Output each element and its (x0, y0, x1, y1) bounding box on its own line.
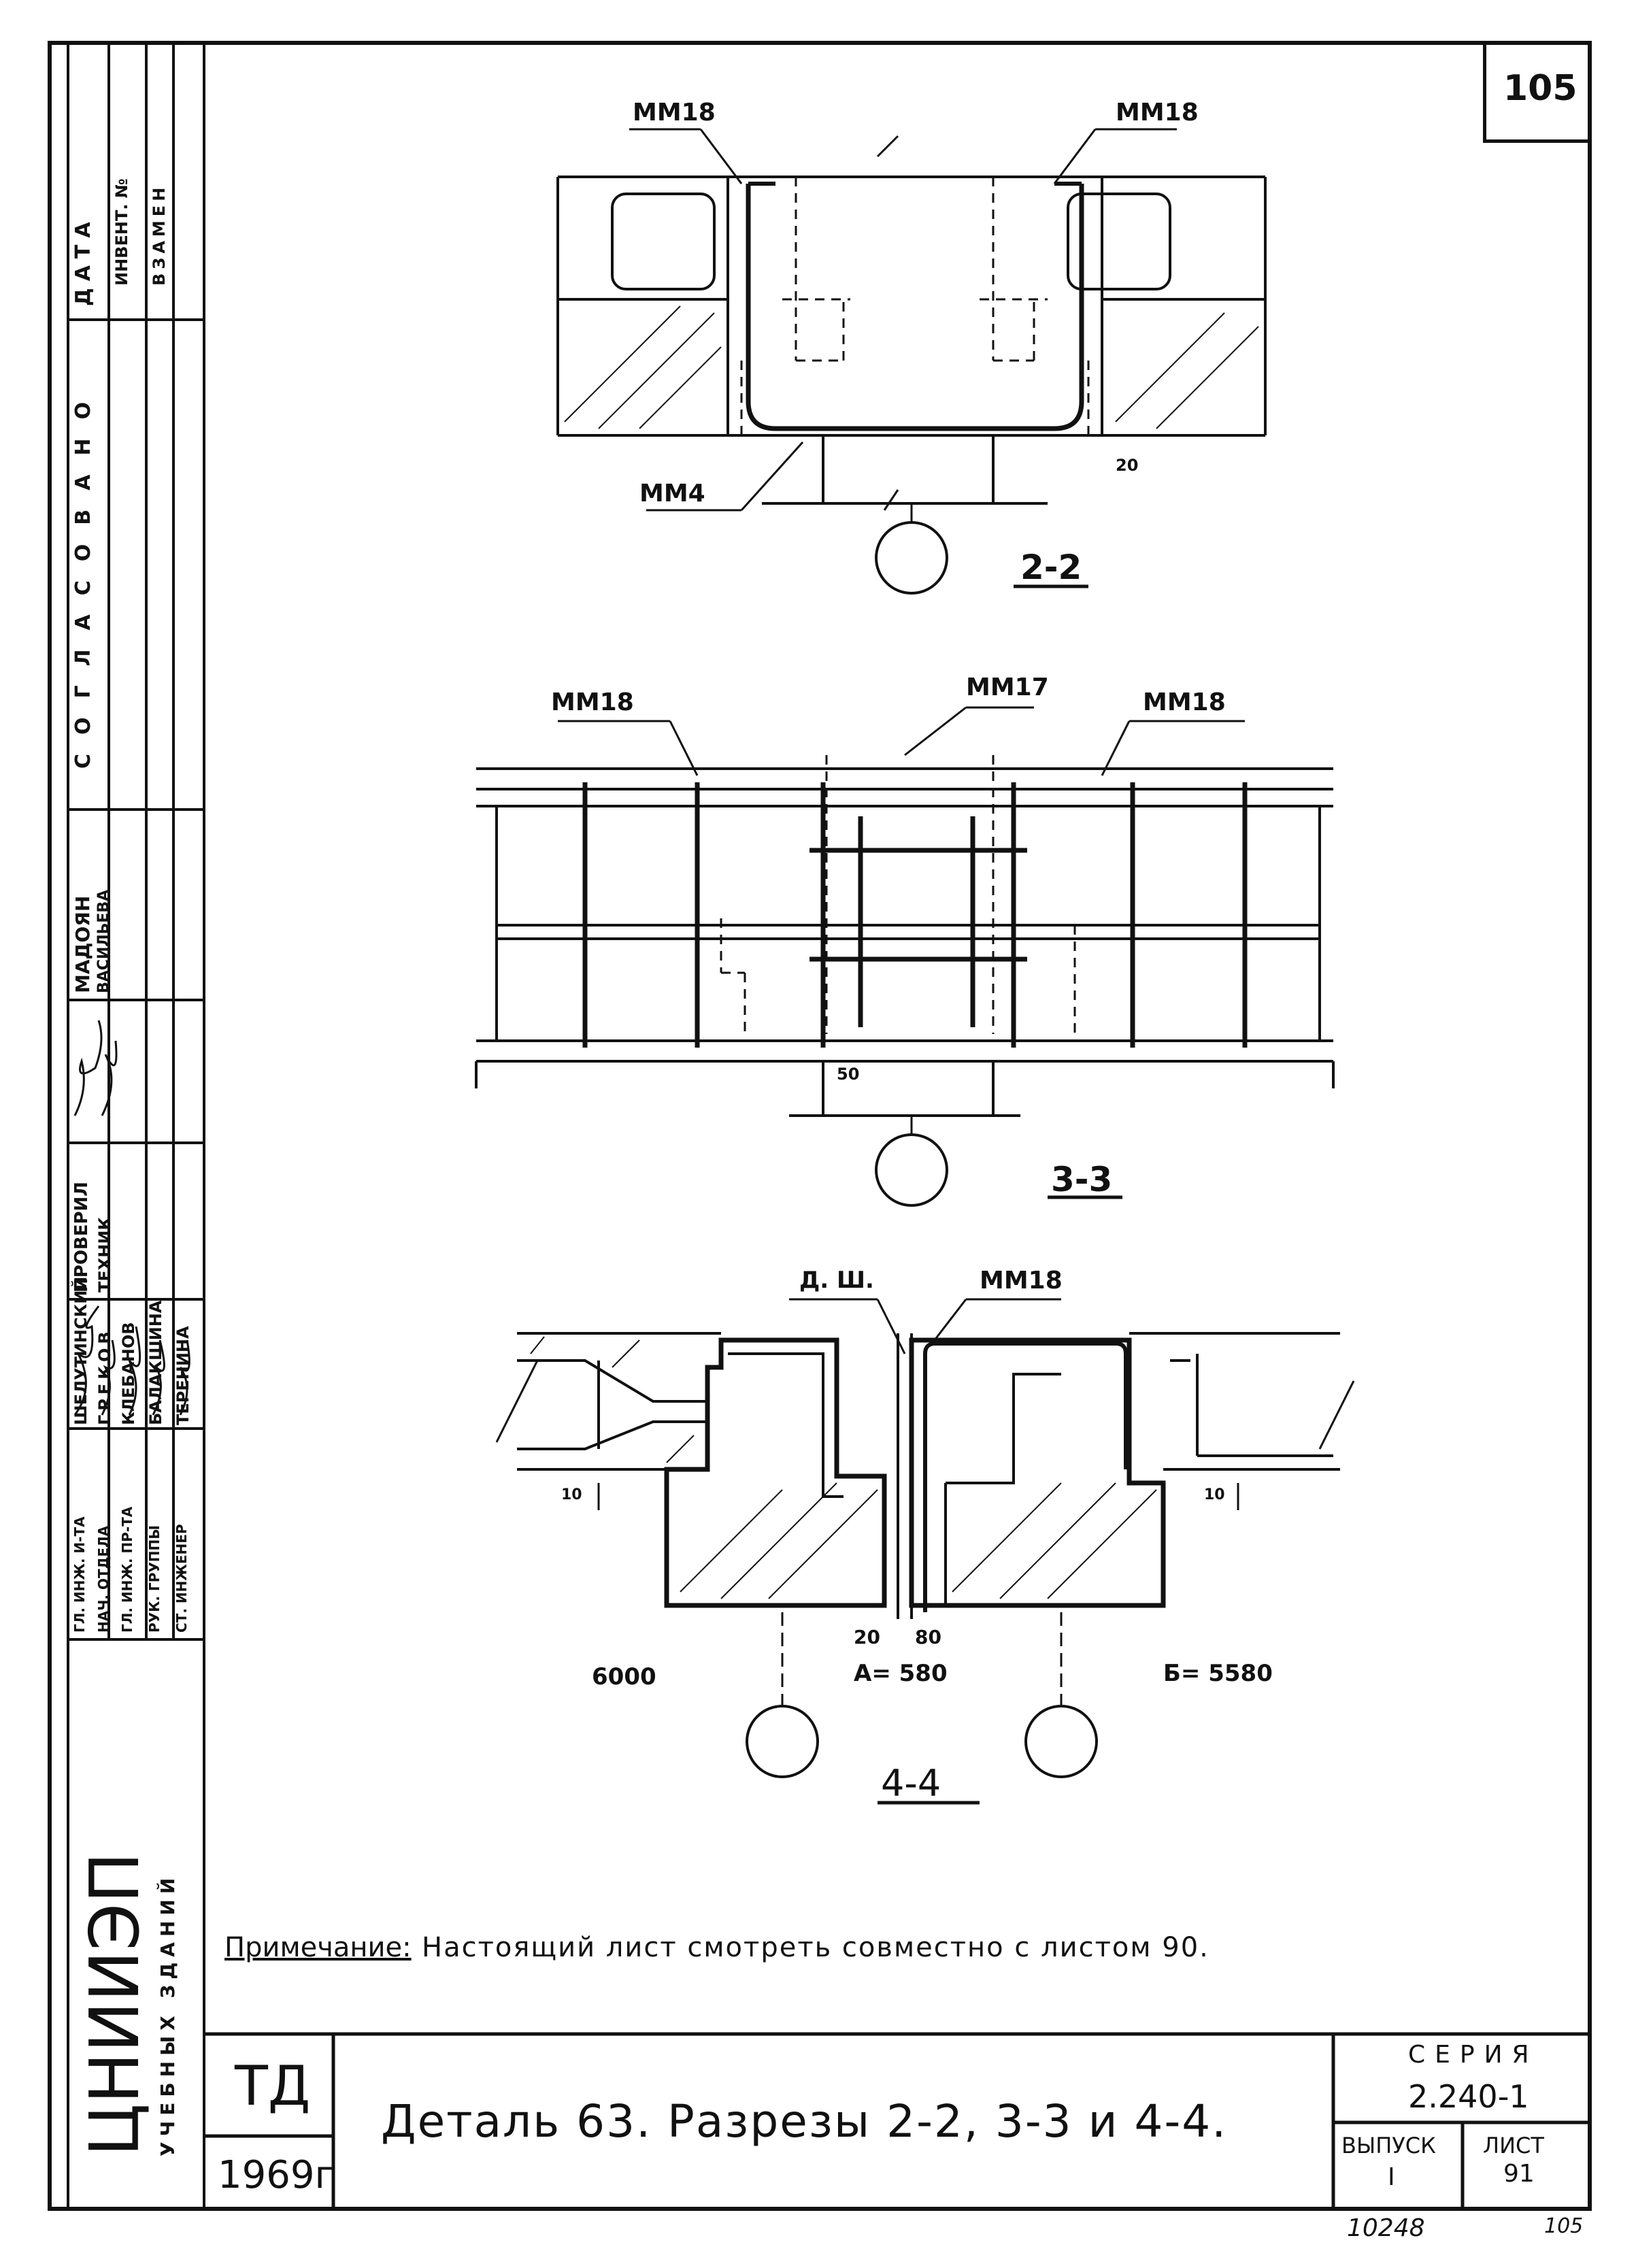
section-4-4-dim-right: 10 (1204, 1486, 1225, 1503)
section-4-4-label: 4-4 (881, 1762, 941, 1805)
section-2-2-callout-mm18-left: ММ18 (633, 99, 716, 127)
section-3-3-callout-mm17: ММ17 (966, 673, 1049, 701)
section-2-2-callout-mm18-right: ММ18 (1116, 99, 1199, 127)
drawing-frame (48, 41, 1592, 2211)
section-2-2-label: 2-2 (1020, 548, 1082, 587)
section-3-3-callout-mm18-right: ММ18 (1143, 688, 1226, 716)
section-4-4-dim-left: 10 (561, 1486, 582, 1503)
corner-mark: 105 (1544, 2214, 1584, 2238)
section-4-4-callout-mm18: ММ18 (980, 1267, 1063, 1295)
section-2-2-callout-mm4: ММ4 (639, 480, 705, 507)
page-number-box (1483, 41, 1592, 143)
section-3-3-dim: 50 (837, 1065, 860, 1084)
section-2-2-dim: 20 (1116, 456, 1139, 475)
section-3-3-label: 3-3 (1051, 1160, 1113, 1199)
page-number: 105 (1503, 68, 1577, 109)
section-4-4-callout-dsh: Д. Ш. (799, 1267, 874, 1294)
section-3-3-callout-mm18-left: ММ18 (551, 688, 634, 716)
section-4-4-dim-20: 20 (854, 1626, 880, 1648)
note-text: Настоящий лист смотреть совместно с лист… (422, 1932, 1209, 1963)
series-value: 2.240-1 (1408, 2078, 1529, 2115)
title-year: 1969г (218, 2153, 335, 2197)
section-4-4-axis-right: Б= 5580 (1163, 1660, 1273, 1687)
inventory-number: 10248 (1347, 2214, 1425, 2242)
issue-value: I (1388, 2163, 1395, 2191)
sheet-label: ЛИСТ (1483, 2133, 1544, 2158)
section-4-4-axis-left: 6000 (592, 1663, 656, 1690)
sheet-value: 91 (1503, 2160, 1535, 2188)
series-label: СЕРИЯ (1408, 2041, 1539, 2069)
issue-label: ВЫПУСК (1341, 2133, 1436, 2158)
section-4-4-axis-center: А= 580 (854, 1660, 948, 1687)
note-prefix: Примечание: (224, 1932, 412, 1963)
section-4-4-dim-80: 80 (915, 1626, 941, 1648)
title-td: ТД (235, 2054, 311, 2118)
title-main: Деталь 63. Разрезы 2-2, 3-3 и 4-4. (381, 2095, 1228, 2148)
